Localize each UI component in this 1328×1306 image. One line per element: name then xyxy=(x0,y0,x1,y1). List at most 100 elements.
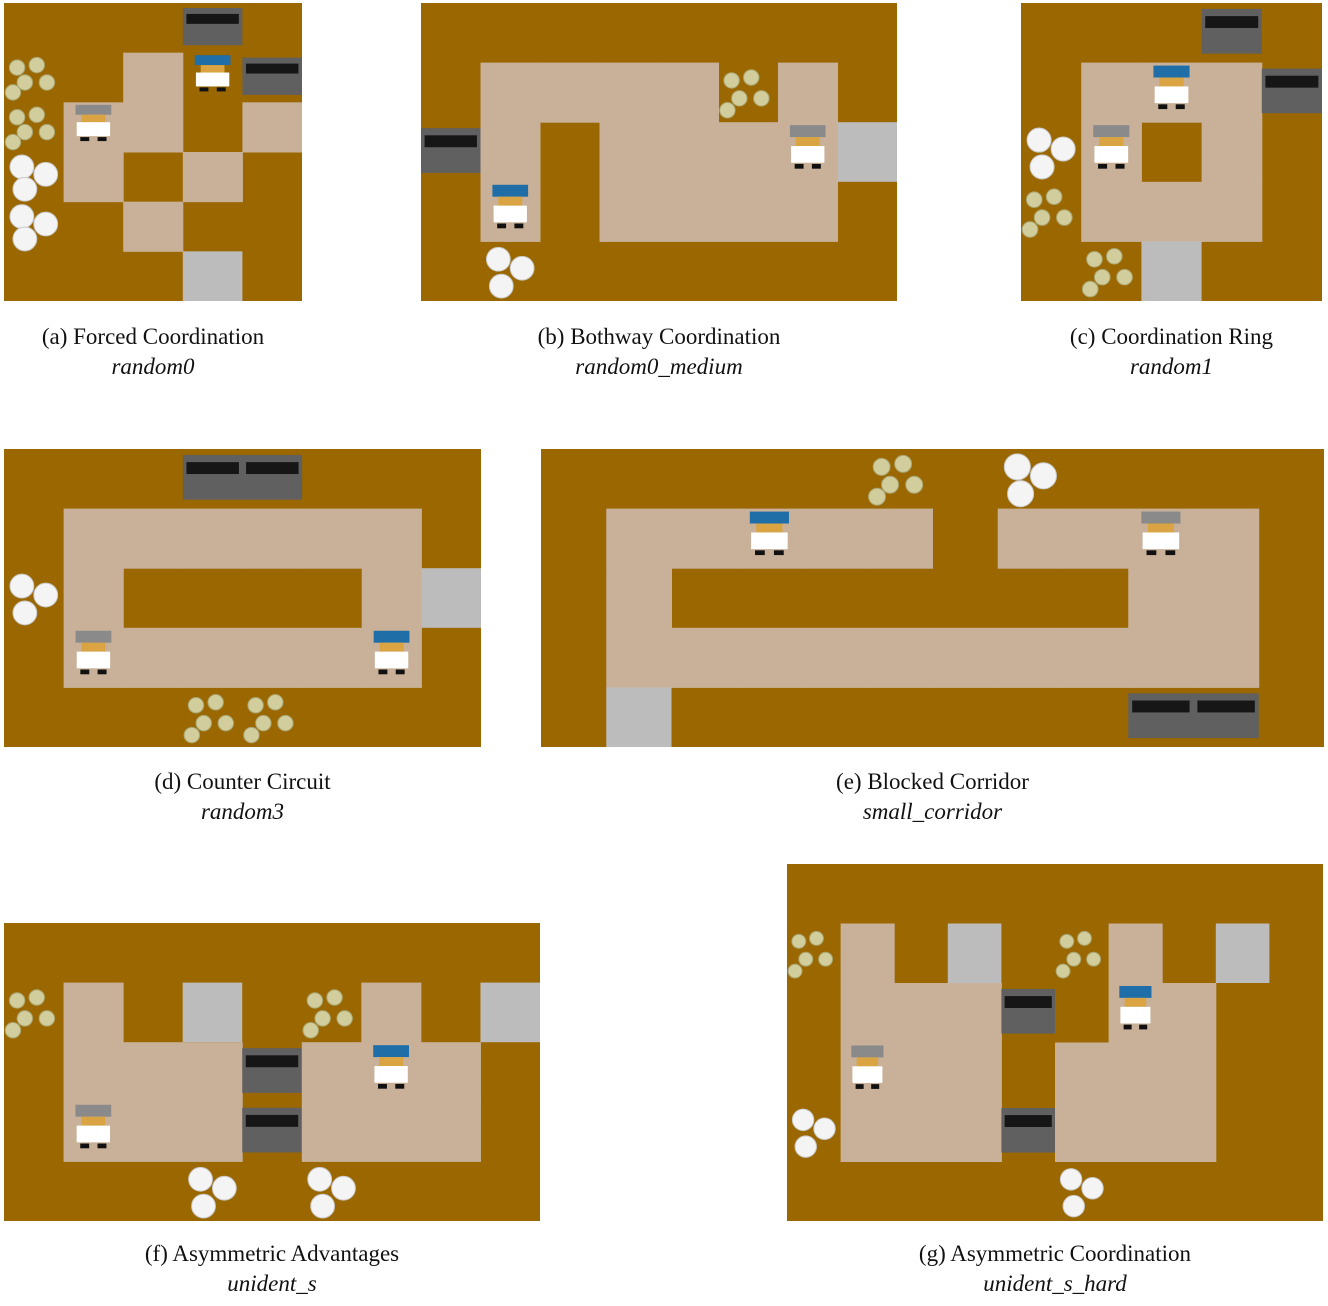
floor-tile xyxy=(1108,923,1163,984)
floor-tile xyxy=(867,508,933,569)
floor-tile xyxy=(778,62,838,123)
onion-pile-icon xyxy=(183,694,235,744)
floor-tile xyxy=(480,62,541,123)
dish-stack-icon xyxy=(1003,453,1057,508)
caption-asymmetric-advantages: (f) Asymmetric Advantages unident_s xyxy=(4,1239,540,1299)
serving-station xyxy=(837,122,897,182)
floor-tile xyxy=(997,508,1064,569)
onion-pile-icon xyxy=(787,930,834,979)
caption-forced-coordination: (a) Forced Coordination random0 xyxy=(4,322,302,382)
floor-tile xyxy=(1141,181,1203,242)
layout-title: (f) Asymmetric Advantages xyxy=(144,1241,400,1266)
dish-stack-icon xyxy=(791,1108,836,1158)
floor-tile xyxy=(599,62,660,123)
layout-grid-asymmetric-coordination xyxy=(787,864,1323,1221)
floor-tile xyxy=(659,62,719,123)
floor-tile xyxy=(1063,508,1129,569)
floor-tile xyxy=(947,1102,1002,1162)
layout-grid-blocked-corridor xyxy=(541,449,1324,747)
floor-tile xyxy=(63,568,124,629)
floor-tile xyxy=(840,1102,895,1162)
chef-gray-icon xyxy=(75,1104,112,1149)
onion-pile-icon xyxy=(719,69,770,119)
floor-tile xyxy=(1081,181,1142,242)
floor-tile xyxy=(361,1101,422,1162)
onion-pile-icon xyxy=(1081,247,1133,298)
floor-tile xyxy=(302,627,363,688)
dish-stack-icon xyxy=(1059,1168,1104,1218)
floor-tile xyxy=(1162,1042,1217,1103)
layout-title: (a) Forced Coordination xyxy=(41,324,265,349)
chef-blue-icon xyxy=(749,511,789,556)
layout-code: random0 xyxy=(111,354,195,379)
floor-tile xyxy=(302,508,363,569)
serving-station xyxy=(480,982,540,1043)
layout-title: (d) Counter Circuit xyxy=(154,769,331,794)
floor-tile xyxy=(736,627,803,688)
pot-icon xyxy=(1001,1107,1055,1153)
floor-tile xyxy=(242,102,302,153)
floor-tile xyxy=(123,627,184,688)
pot-icon xyxy=(242,1107,302,1153)
floor-tile xyxy=(997,627,1064,688)
floor-tile xyxy=(1201,62,1263,123)
floor-tile xyxy=(718,181,779,242)
onion-pile-icon xyxy=(4,56,56,101)
serving-station xyxy=(182,982,243,1043)
pot-icon xyxy=(1261,68,1322,114)
floor-tile xyxy=(1108,1042,1163,1103)
floor-tile xyxy=(1055,1042,1110,1103)
dish-stack-icon xyxy=(485,246,535,299)
layout-code: random3 xyxy=(200,799,285,824)
floor-tile xyxy=(671,508,738,569)
floor-tile xyxy=(1063,627,1129,688)
layout-code: small_corridor xyxy=(862,799,1003,824)
floor-tile xyxy=(63,508,124,569)
caption-asymmetric-coordination: (g) Asymmetric Coordination unident_s_ha… xyxy=(787,1239,1323,1299)
floor-tile xyxy=(1055,1102,1110,1162)
floor-tile xyxy=(802,627,868,688)
dish-stack-icon xyxy=(188,1166,237,1219)
dish-stack-icon xyxy=(9,154,59,202)
floor-tile xyxy=(1128,627,1194,688)
layout-title: (c) Coordination Ring xyxy=(1069,324,1274,349)
floor-tile xyxy=(301,1101,362,1162)
floor-tile xyxy=(123,201,184,252)
floor-tile xyxy=(932,627,999,688)
floor-tile xyxy=(1081,62,1142,123)
chef-gray-icon xyxy=(1141,511,1181,556)
pot-icon xyxy=(182,454,243,500)
caption-blocked-corridor: (e) Blocked Corridor small_corridor xyxy=(541,767,1324,827)
floor-tile xyxy=(778,181,838,242)
pot-icon xyxy=(242,57,302,95)
pot-icon xyxy=(1001,988,1055,1034)
floor-tile xyxy=(606,627,672,688)
dish-stack-icon xyxy=(307,1166,356,1219)
floor-tile xyxy=(659,181,719,242)
floor-tile xyxy=(182,1042,243,1103)
layout-code: unident_s xyxy=(227,1271,317,1296)
floor-tile xyxy=(606,508,672,569)
floor-tile xyxy=(840,983,895,1043)
serving-station xyxy=(1141,241,1202,301)
serving-station xyxy=(1215,923,1270,983)
onion-pile-icon xyxy=(243,694,294,744)
pot-icon xyxy=(242,1048,302,1093)
floor-tile xyxy=(63,1042,124,1103)
layout-code: random0_medium xyxy=(575,354,743,379)
floor-tile xyxy=(182,627,243,688)
dish-stack-icon xyxy=(9,204,59,252)
layout-title: (b) Bothway Coordination xyxy=(537,324,781,349)
dish-stack-icon xyxy=(1026,127,1076,180)
dish-stack-icon xyxy=(9,573,59,626)
floor-tile xyxy=(718,122,779,183)
serving-station xyxy=(421,568,481,628)
floor-tile xyxy=(123,52,184,103)
floor-tile xyxy=(301,1042,362,1103)
layout-grid-coordination-ring xyxy=(1021,3,1322,301)
floor-tile xyxy=(123,1101,184,1162)
chef-blue-icon xyxy=(1119,985,1152,1030)
serving-station xyxy=(182,251,243,301)
chef-blue-icon xyxy=(1153,65,1190,110)
layout-code: random1 xyxy=(1129,354,1214,379)
